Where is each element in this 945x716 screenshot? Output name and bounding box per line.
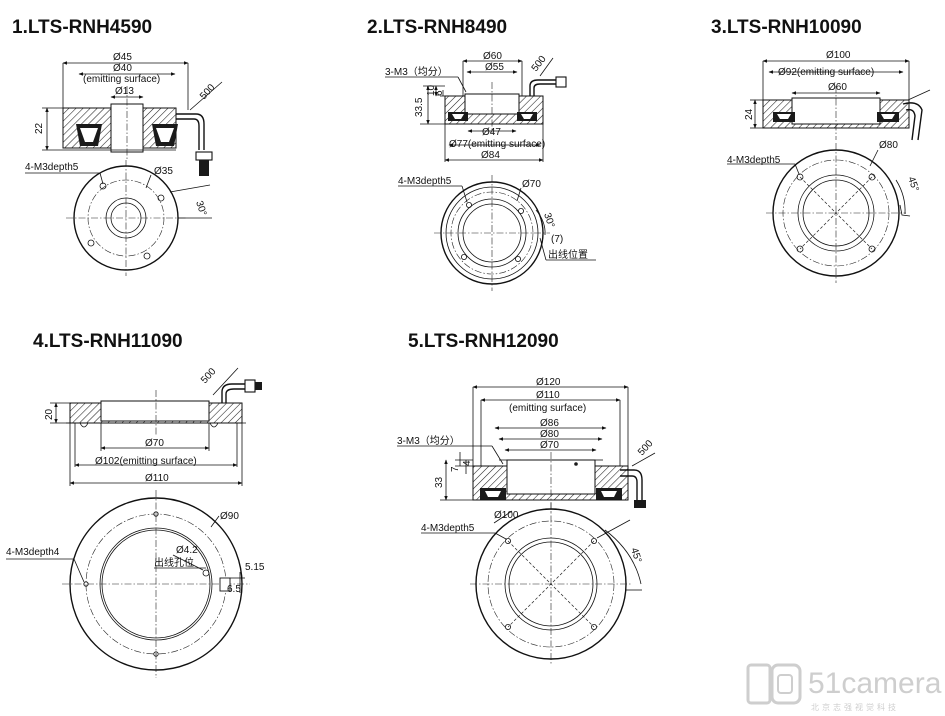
- watermark-subtitle: 北京志强视觉科技: [811, 702, 899, 712]
- dim-label: (emitting surface): [83, 74, 160, 85]
- dim-label: Ø70: [522, 179, 541, 190]
- watermark-brand: 51camera: [808, 667, 942, 700]
- dim-label: 30°: [193, 200, 208, 218]
- dim-label: Ø102(emitting surface): [95, 456, 197, 467]
- dim-label: Ø77(emitting surface): [449, 139, 545, 150]
- dim-label: Ø92(emitting surface): [778, 67, 874, 78]
- dim-label: 500: [636, 438, 656, 458]
- drawing-title: 3.LTS-RNH10090: [711, 17, 862, 38]
- dim-label: 500: [530, 54, 549, 74]
- dim-label: Ø4.2: [176, 545, 198, 556]
- dim-label: Ø47: [482, 127, 501, 138]
- dim-label: 4: [462, 460, 473, 466]
- dim-label: 5.15: [245, 562, 265, 573]
- dim-label: 24: [744, 108, 755, 120]
- dim-label: Ø100: [494, 510, 519, 521]
- dim-label: 10: [426, 84, 437, 96]
- dim-label: Ø13: [115, 86, 134, 97]
- dim-label: Ø35: [154, 166, 173, 177]
- drawing-3: 3.LTS-RNH10090 Ø100 Ø92(emitting surface…: [711, 17, 931, 283]
- dim-label: 33: [434, 476, 445, 488]
- drawing-2: 2.LTS-RNH8490 Ø60 Ø55 500 3-M3（均分） 10 6: [367, 17, 596, 291]
- dim-label: Ø110: [536, 390, 560, 401]
- dim-label: Ø40: [113, 63, 132, 74]
- dim-label: 6: [434, 90, 445, 96]
- watermark-logo: 51camera 北京志强视觉科技: [746, 663, 942, 712]
- dim-label: 3-M3（均分）: [385, 66, 448, 78]
- dim-label: 7: [450, 466, 461, 472]
- drawing-1: 1.LTS-RNH4590 Ø45 Ø40 (emitting surface)…: [12, 17, 223, 276]
- dim-label: 500: [199, 366, 219, 386]
- drawing-title: 2.LTS-RNH8490: [367, 17, 507, 38]
- dim-label: Ø55: [485, 62, 504, 73]
- drawing-title: 1.LTS-RNH4590: [12, 17, 152, 38]
- dim-label: Ø84: [481, 150, 500, 161]
- dim-label: 20: [44, 408, 55, 420]
- dim-label: Ø110: [145, 473, 169, 484]
- dim-label: Ø80: [879, 140, 898, 151]
- dim-label: 22: [34, 122, 45, 134]
- dim-label: Ø86: [540, 418, 559, 429]
- dim-label: 4-M3depth5: [398, 176, 452, 187]
- dim-label: Ø80: [540, 429, 559, 440]
- dim-label: 500: [198, 82, 218, 102]
- dim-label: 33.5: [414, 97, 425, 117]
- dim-label: Ø70: [145, 438, 164, 449]
- dim-label: 3-M3（均分）: [397, 435, 460, 447]
- dim-label: (emitting surface): [509, 403, 586, 414]
- dim-label: Ø100: [826, 50, 851, 61]
- dim-label: 出线孔位: [154, 556, 194, 569]
- dim-label: Ø60: [828, 82, 847, 93]
- dim-label: (7): [551, 234, 563, 245]
- dim-label: Ø90: [220, 511, 239, 522]
- dim-label: 45°: [905, 175, 921, 193]
- drawing-5: 5.LTS-RNH12090 Ø120 Ø110 (emitting surfa…: [397, 331, 656, 665]
- dim-label: 4-M3depth5: [421, 523, 475, 534]
- drawing-title: 4.LTS-RNH11090: [33, 331, 183, 352]
- dim-label: 6.5: [227, 584, 241, 595]
- dim-label: Ø60: [483, 51, 502, 62]
- dim-label: Ø70: [540, 440, 559, 451]
- dim-label: Ø45: [113, 52, 132, 63]
- dim-label: 出线位置: [548, 248, 588, 261]
- drawing-4: 4.LTS-RNH11090 Ø70 Ø102(emitting surface…: [6, 331, 265, 678]
- dim-label: 4-M3depth4: [6, 547, 60, 558]
- dim-label: 30°: [541, 212, 556, 230]
- dim-label: 4-M3depth5: [727, 155, 781, 166]
- dim-label: 45°: [628, 547, 643, 565]
- dim-label: Ø120: [536, 377, 561, 388]
- drawing-title: 5.LTS-RNH12090: [408, 331, 559, 352]
- dim-label: 4-M3depth5: [25, 162, 79, 173]
